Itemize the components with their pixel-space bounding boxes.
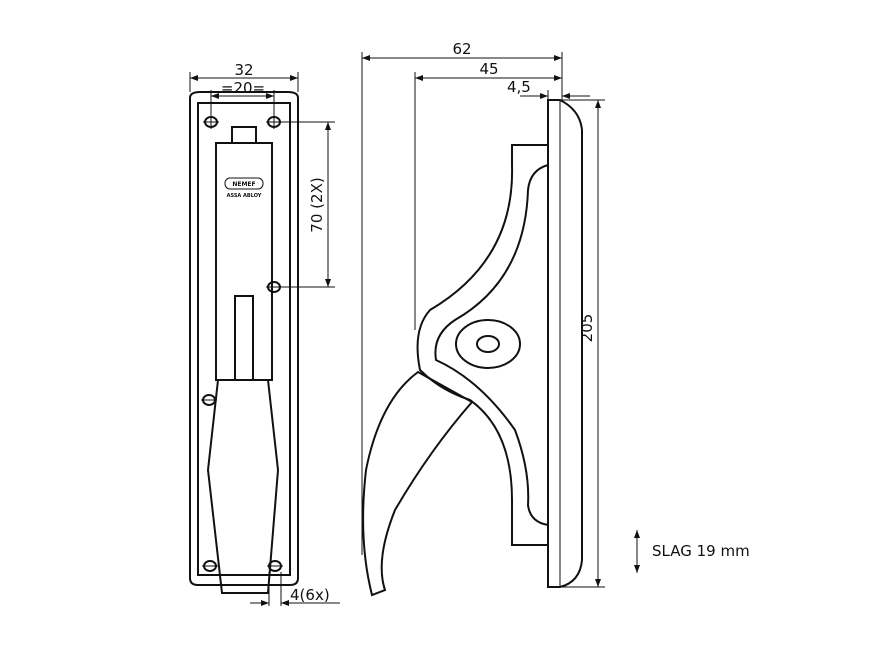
dim-20: =20= — [221, 79, 265, 97]
dim-hole: 4(6x) — [290, 586, 330, 604]
dim-45: 45 — [479, 60, 498, 78]
side-handle — [362, 370, 474, 597]
side-housing-inner — [434, 164, 549, 526]
dim-4-5: 4,5 — [507, 78, 531, 96]
stroke-label: SLAG 19 mm — [652, 542, 750, 560]
dim-205: 205 — [578, 314, 596, 343]
slot — [234, 295, 254, 381]
side-housing — [416, 144, 548, 546]
lock-tab — [231, 126, 257, 144]
front-handle — [206, 379, 280, 594]
front-plate-outer — [189, 91, 299, 586]
front-view: NEMEF ASSA ABLOY 32 =20= 70 (2X) 4(6x) — [189, 61, 340, 606]
pivot-inner — [476, 335, 500, 353]
side-plate — [547, 99, 583, 588]
dim-62: 62 — [452, 40, 471, 58]
svg-text:ASSA ABLOY: ASSA ABLOY — [227, 193, 262, 199]
screw-holes — [201, 115, 283, 572]
side-view: 62 45 4,5 205 — [361, 40, 605, 597]
stroke-note: SLAG 19 mm — [634, 530, 750, 573]
nemef-logo: NEMEF ASSA ABLOY — [224, 177, 264, 199]
dim-70: 70 (2X) — [308, 177, 326, 232]
front-plate-inner — [197, 102, 291, 576]
lock-body — [215, 142, 273, 381]
svg-text:NEMEF: NEMEF — [232, 181, 255, 188]
pivot-outer — [455, 319, 521, 369]
dim-32: 32 — [234, 61, 253, 79]
